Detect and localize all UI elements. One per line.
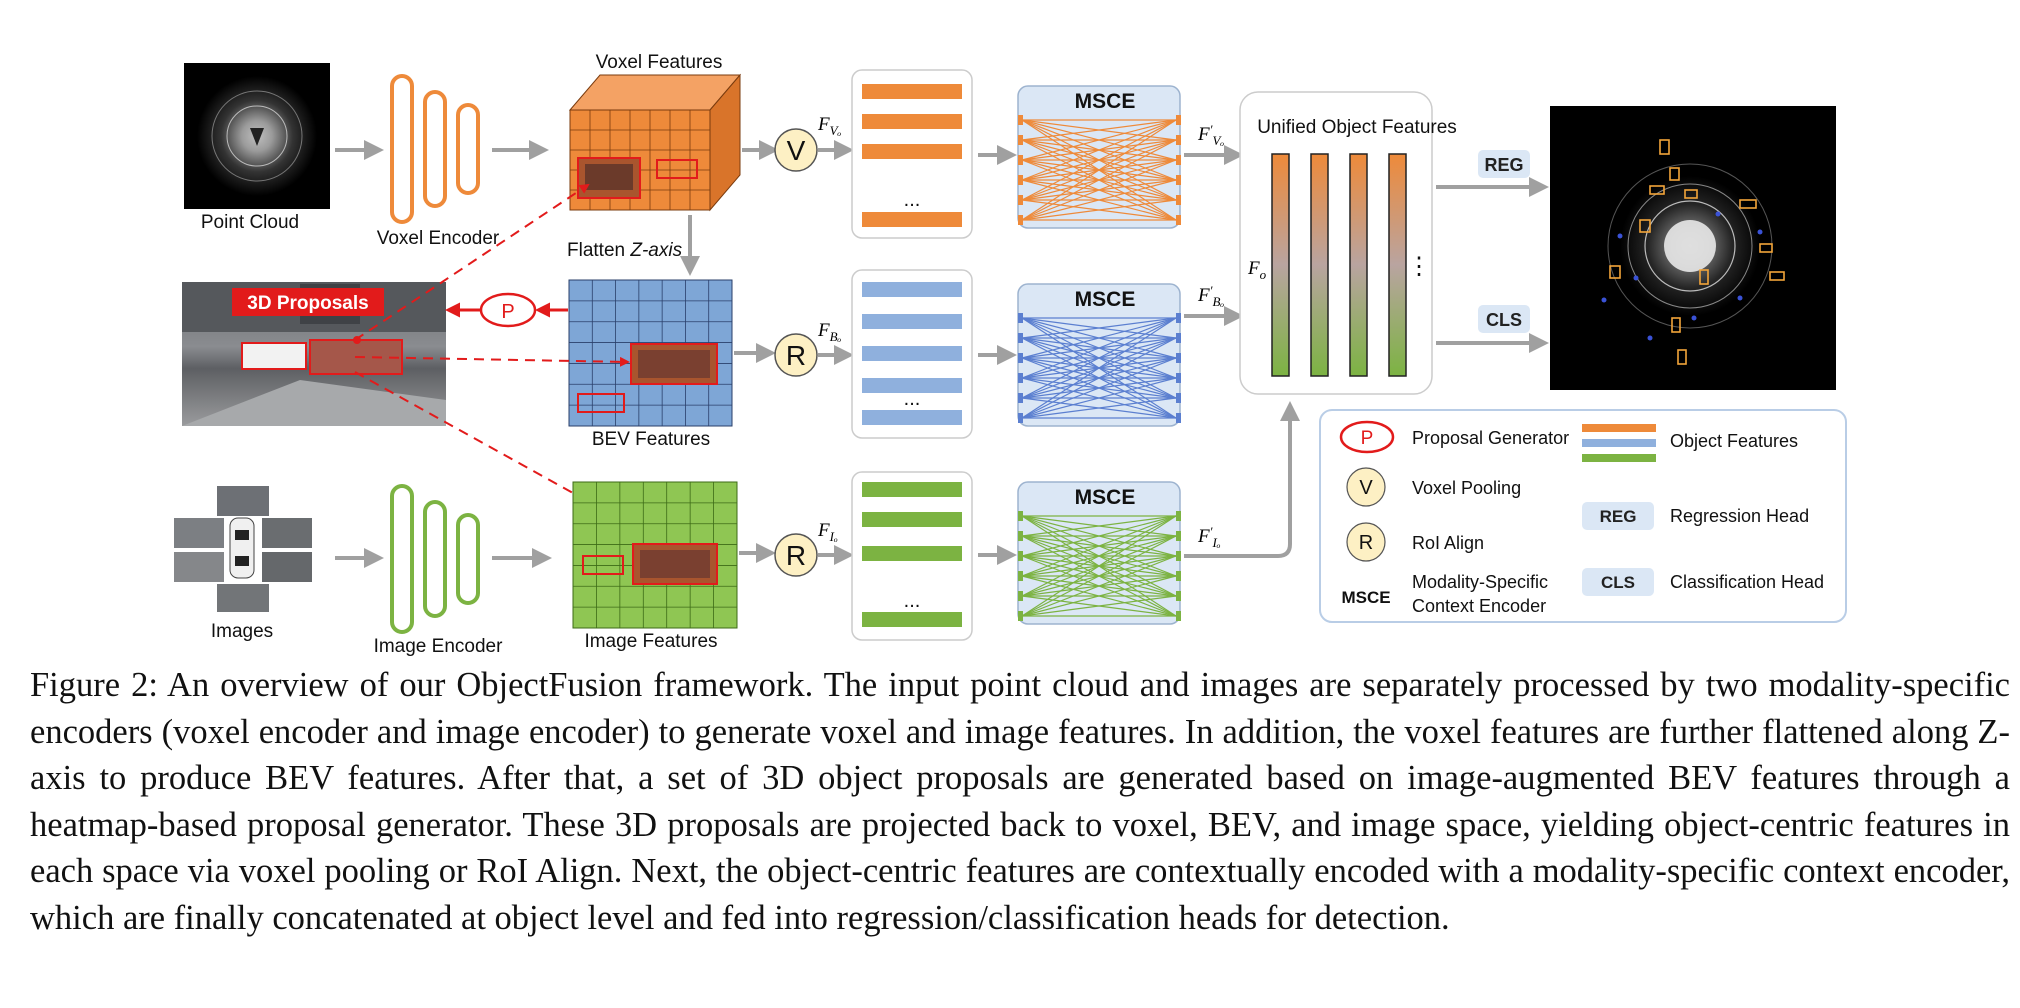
legend-roi-align: RoI Align: [1412, 533, 1484, 553]
legend-msce-line2: Context Encoder: [1412, 596, 1546, 616]
proposals-banner-label: 3D Proposals: [247, 293, 368, 314]
image-encoder-shape: [390, 484, 480, 634]
legend-v-symbol: [1346, 467, 1386, 507]
cls-badge: [1478, 305, 1530, 333]
msce-bev: [1017, 283, 1181, 427]
f-prime-io-label: F′Iₒ: [1197, 524, 1221, 550]
camera-images: [174, 486, 312, 612]
image-features-grid: [572, 481, 738, 629]
proposals-banner: [232, 288, 384, 316]
f-vo-label: FVₒ: [817, 114, 842, 138]
figure-caption: Figure 2: An overview of our ObjectFusio…: [30, 666, 2010, 937]
roi-align-op-image-label: R: [786, 540, 806, 571]
legend-p-symbol: [1339, 420, 1395, 454]
unified-vdots: ⋮: [1407, 253, 1431, 280]
image-encoder-label: Image Encoder: [374, 636, 504, 657]
f-prime-vo-label: F′Vₒ: [1197, 122, 1224, 148]
voxel-pooling-op-label: V: [787, 135, 806, 166]
legend-msce-abbr: MSCE: [1341, 588, 1390, 607]
arrow-msce-unified-3: [1184, 401, 1300, 558]
legend-p-symbol-label: P: [1361, 428, 1374, 449]
legend-cls-badge: [1582, 568, 1654, 596]
msce-image-label: MSCE: [1075, 486, 1136, 509]
unified-features-label: Unified Object Features: [1257, 117, 1457, 138]
reg-badge: [1478, 150, 1530, 178]
image-features-ellipsis: ...: [904, 590, 921, 612]
voxel-encoder-label: Voxel Encoder: [377, 228, 500, 249]
legend-proposal-generator: Proposal Generator: [1412, 428, 1569, 448]
image-features-label: Image Features: [584, 631, 717, 652]
reg-badge-label: REG: [1484, 155, 1523, 175]
msce-voxel: [1017, 85, 1181, 229]
proposal-generator-op-label: P: [501, 301, 514, 323]
roi-align-op-bev-label: R: [786, 340, 806, 371]
point-cloud-label: Point Cloud: [201, 212, 299, 233]
f-prime-bo-label: F′Bₒ: [1197, 283, 1224, 309]
legend-r-symbol-label: R: [1359, 532, 1373, 554]
roi-align-op-bev: [774, 333, 818, 377]
voxel-pooling-op: [774, 128, 818, 172]
images-label: Images: [211, 621, 273, 642]
bev-features-grid: [568, 279, 733, 427]
detection-result-image: [1550, 106, 1836, 390]
legend-regression-head: Regression Head: [1670, 506, 1809, 526]
bev-object-features: [851, 269, 973, 439]
legend-cls-badge-label: CLS: [1601, 573, 1635, 592]
cls-badge-label: CLS: [1486, 310, 1522, 330]
f-o-label: Fo: [1247, 258, 1267, 282]
bev-features-ellipsis: ...: [904, 388, 921, 410]
roi-align-op-image: [774, 533, 818, 577]
legend-object-features: Object Features: [1670, 431, 1798, 451]
point-cloud-image: [184, 63, 330, 209]
voxel-encoder-shape: [390, 74, 480, 224]
f-io-label: FIₒ: [817, 520, 838, 544]
legend-msce-line1: Modality-Specific: [1412, 572, 1548, 592]
legend-v-symbol-label: V: [1359, 477, 1373, 499]
legend-r-symbol: [1346, 522, 1386, 562]
projection-arrows: [354, 183, 674, 549]
flatten-label: Flatten Z-axis: [567, 240, 683, 261]
legend: P Proposal Generator V Voxel Pooling R R…: [1319, 409, 1847, 623]
legend-classification-head: Classification Head: [1670, 572, 1824, 592]
unified-object-features: [1239, 91, 1433, 395]
bev-features-label: BEV Features: [592, 429, 710, 450]
image-object-features: [851, 471, 973, 641]
msce-bev-label: MSCE: [1075, 288, 1136, 311]
legend-reg-badge: [1582, 502, 1654, 530]
voxel-features-cube: [568, 73, 742, 212]
legend-voxel-pooling: Voxel Pooling: [1412, 478, 1521, 498]
msce-image: [1017, 481, 1181, 625]
msce-voxel-label: MSCE: [1075, 90, 1136, 113]
legend-reg-badge-label: REG: [1600, 507, 1637, 526]
voxel-features-ellipsis: ...: [904, 189, 921, 211]
voxel-object-features: [851, 69, 973, 239]
voxel-features-label: Voxel Features: [596, 52, 723, 73]
f-bo-label: FBₒ: [817, 320, 842, 344]
framework-diagram: Point Cloud Voxel Encoder Voxel Features…: [174, 52, 1847, 657]
